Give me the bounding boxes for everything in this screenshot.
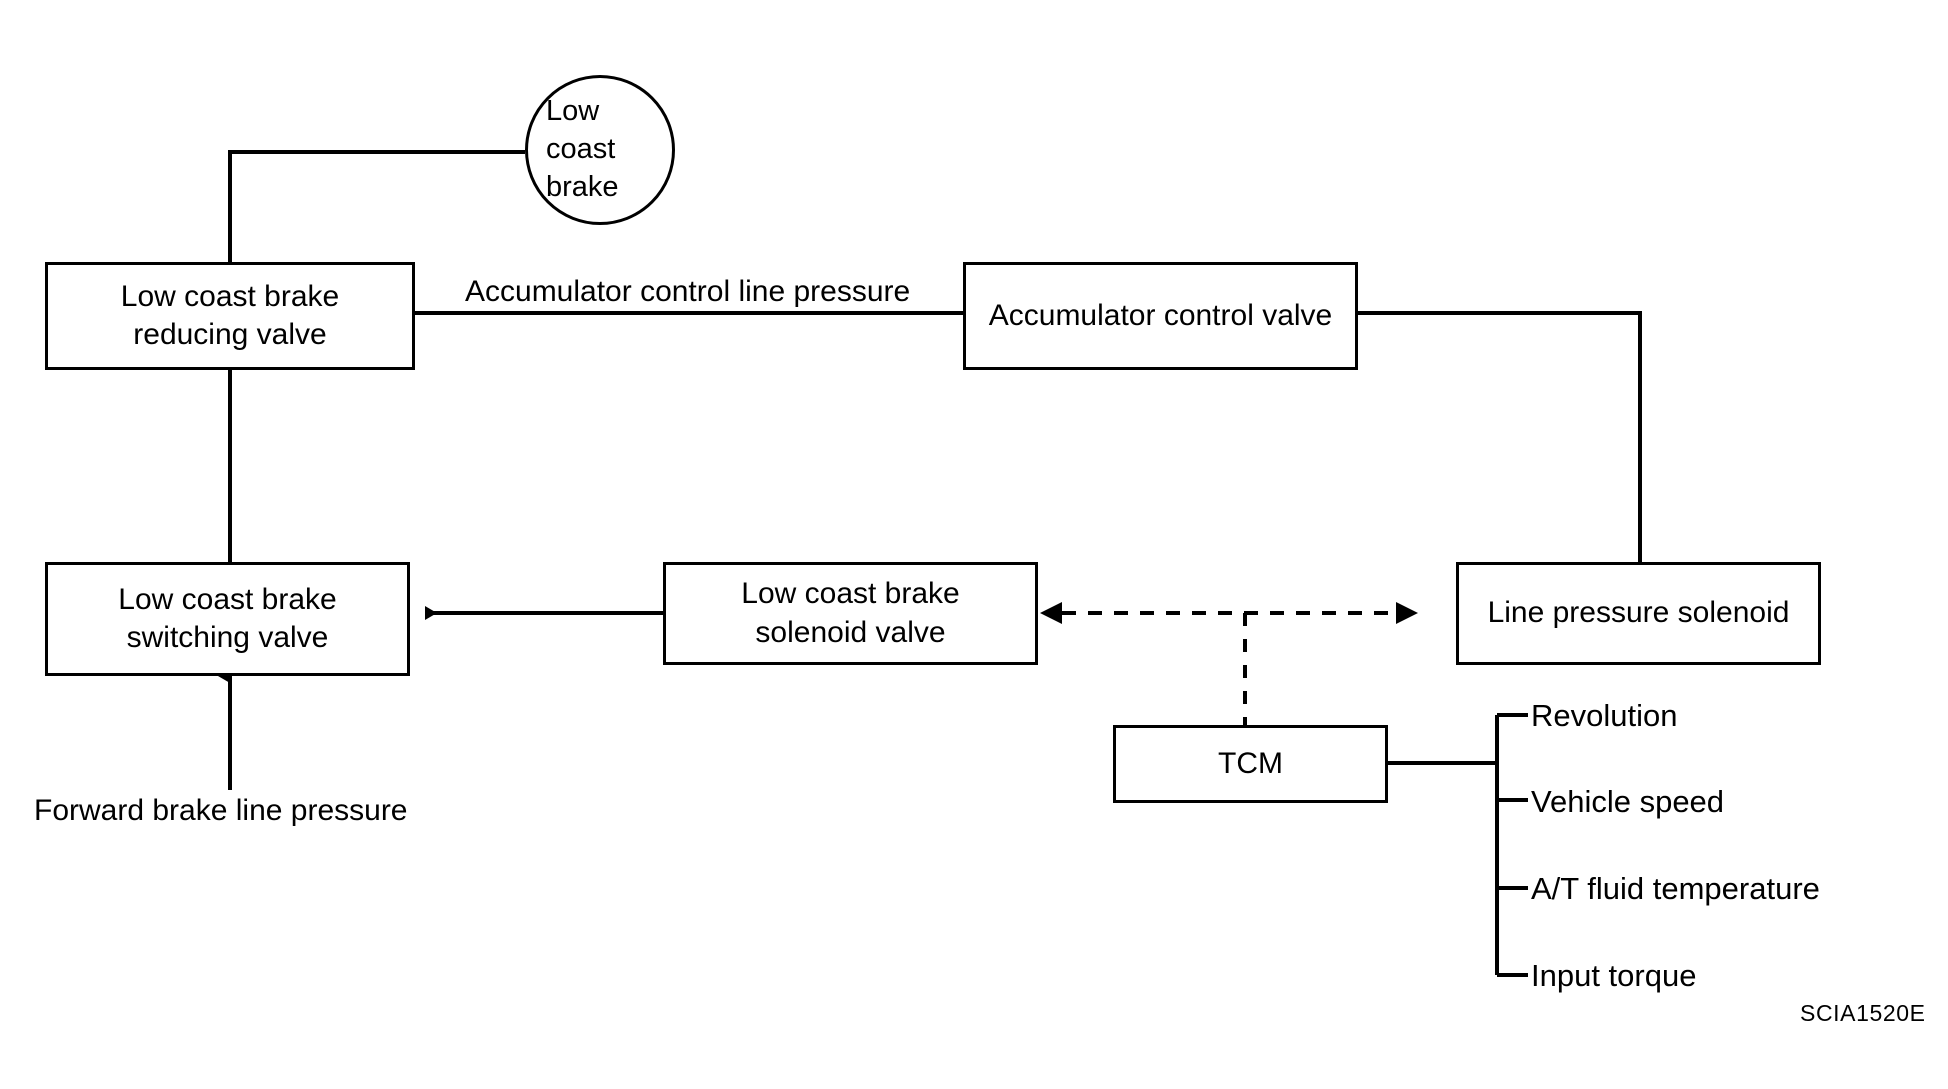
label-accumulator-control-line-pressure: Accumulator control line pressure (465, 275, 911, 308)
node-tcm[interactable]: TCM (1113, 725, 1388, 803)
node-solenoid-valve-line1: Low coast brake (741, 577, 960, 611)
node-low-coast-brake-text: Low coast brake (546, 95, 619, 203)
label-forward-brake-line-pressure: Forward brake line pressure (34, 794, 408, 827)
node-solenoid-valve-label: Low coast brake solenoid valve (741, 575, 959, 652)
node-switching-valve-label: Low coast brake switching valve (118, 581, 336, 658)
signal-label-at-fluid-temperature: A/T fluid temperature (1531, 871, 1820, 906)
node-switching-valve-line2: switching valve (126, 621, 329, 654)
node-line-pressure-solenoid-label: Line pressure solenoid (1487, 596, 1790, 630)
signal-label-vehicle-speed: Vehicle speed (1531, 784, 1725, 819)
edge-accumulator-control-valve-to-line-pressure-solenoid (1358, 311, 1642, 562)
signal-label-revolution: Revolution (1531, 698, 1678, 733)
node-low-coast-brake-label: Low coast brake (528, 93, 672, 206)
node-reducing-valve-label: Low coast brake reducing valve (121, 278, 339, 355)
node-reducing-valve-line2: reducing valve (133, 318, 327, 351)
node-accumulator-control-valve-label: Accumulator control valve (988, 298, 1333, 332)
node-switching-valve-line1: Low coast brake (118, 582, 337, 616)
node-low-coast-brake-solenoid-valve[interactable]: Low coast brake solenoid valve (663, 562, 1038, 665)
node-low-coast-brake[interactable]: Low coast brake (525, 75, 675, 225)
node-low-coast-brake-reducing-valve[interactable]: Low coast brake reducing valve (45, 262, 415, 370)
node-solenoid-valve-line2: solenoid valve (755, 615, 946, 649)
node-accumulator-control-valve[interactable]: Accumulator control valve (963, 262, 1358, 370)
node-line-pressure-solenoid[interactable]: Line pressure solenoid (1456, 562, 1821, 665)
edge-circle-to-reducing-valve (228, 150, 525, 262)
signal-label-input-torque: Input torque (1531, 958, 1697, 993)
node-tcm-label: TCM (1218, 746, 1283, 780)
reference-code: SCIA1520E (1800, 1000, 1926, 1026)
node-reducing-valve-line1: Low coast brake (120, 279, 340, 313)
node-low-coast-brake-switching-valve[interactable]: Low coast brake switching valve (45, 562, 410, 676)
